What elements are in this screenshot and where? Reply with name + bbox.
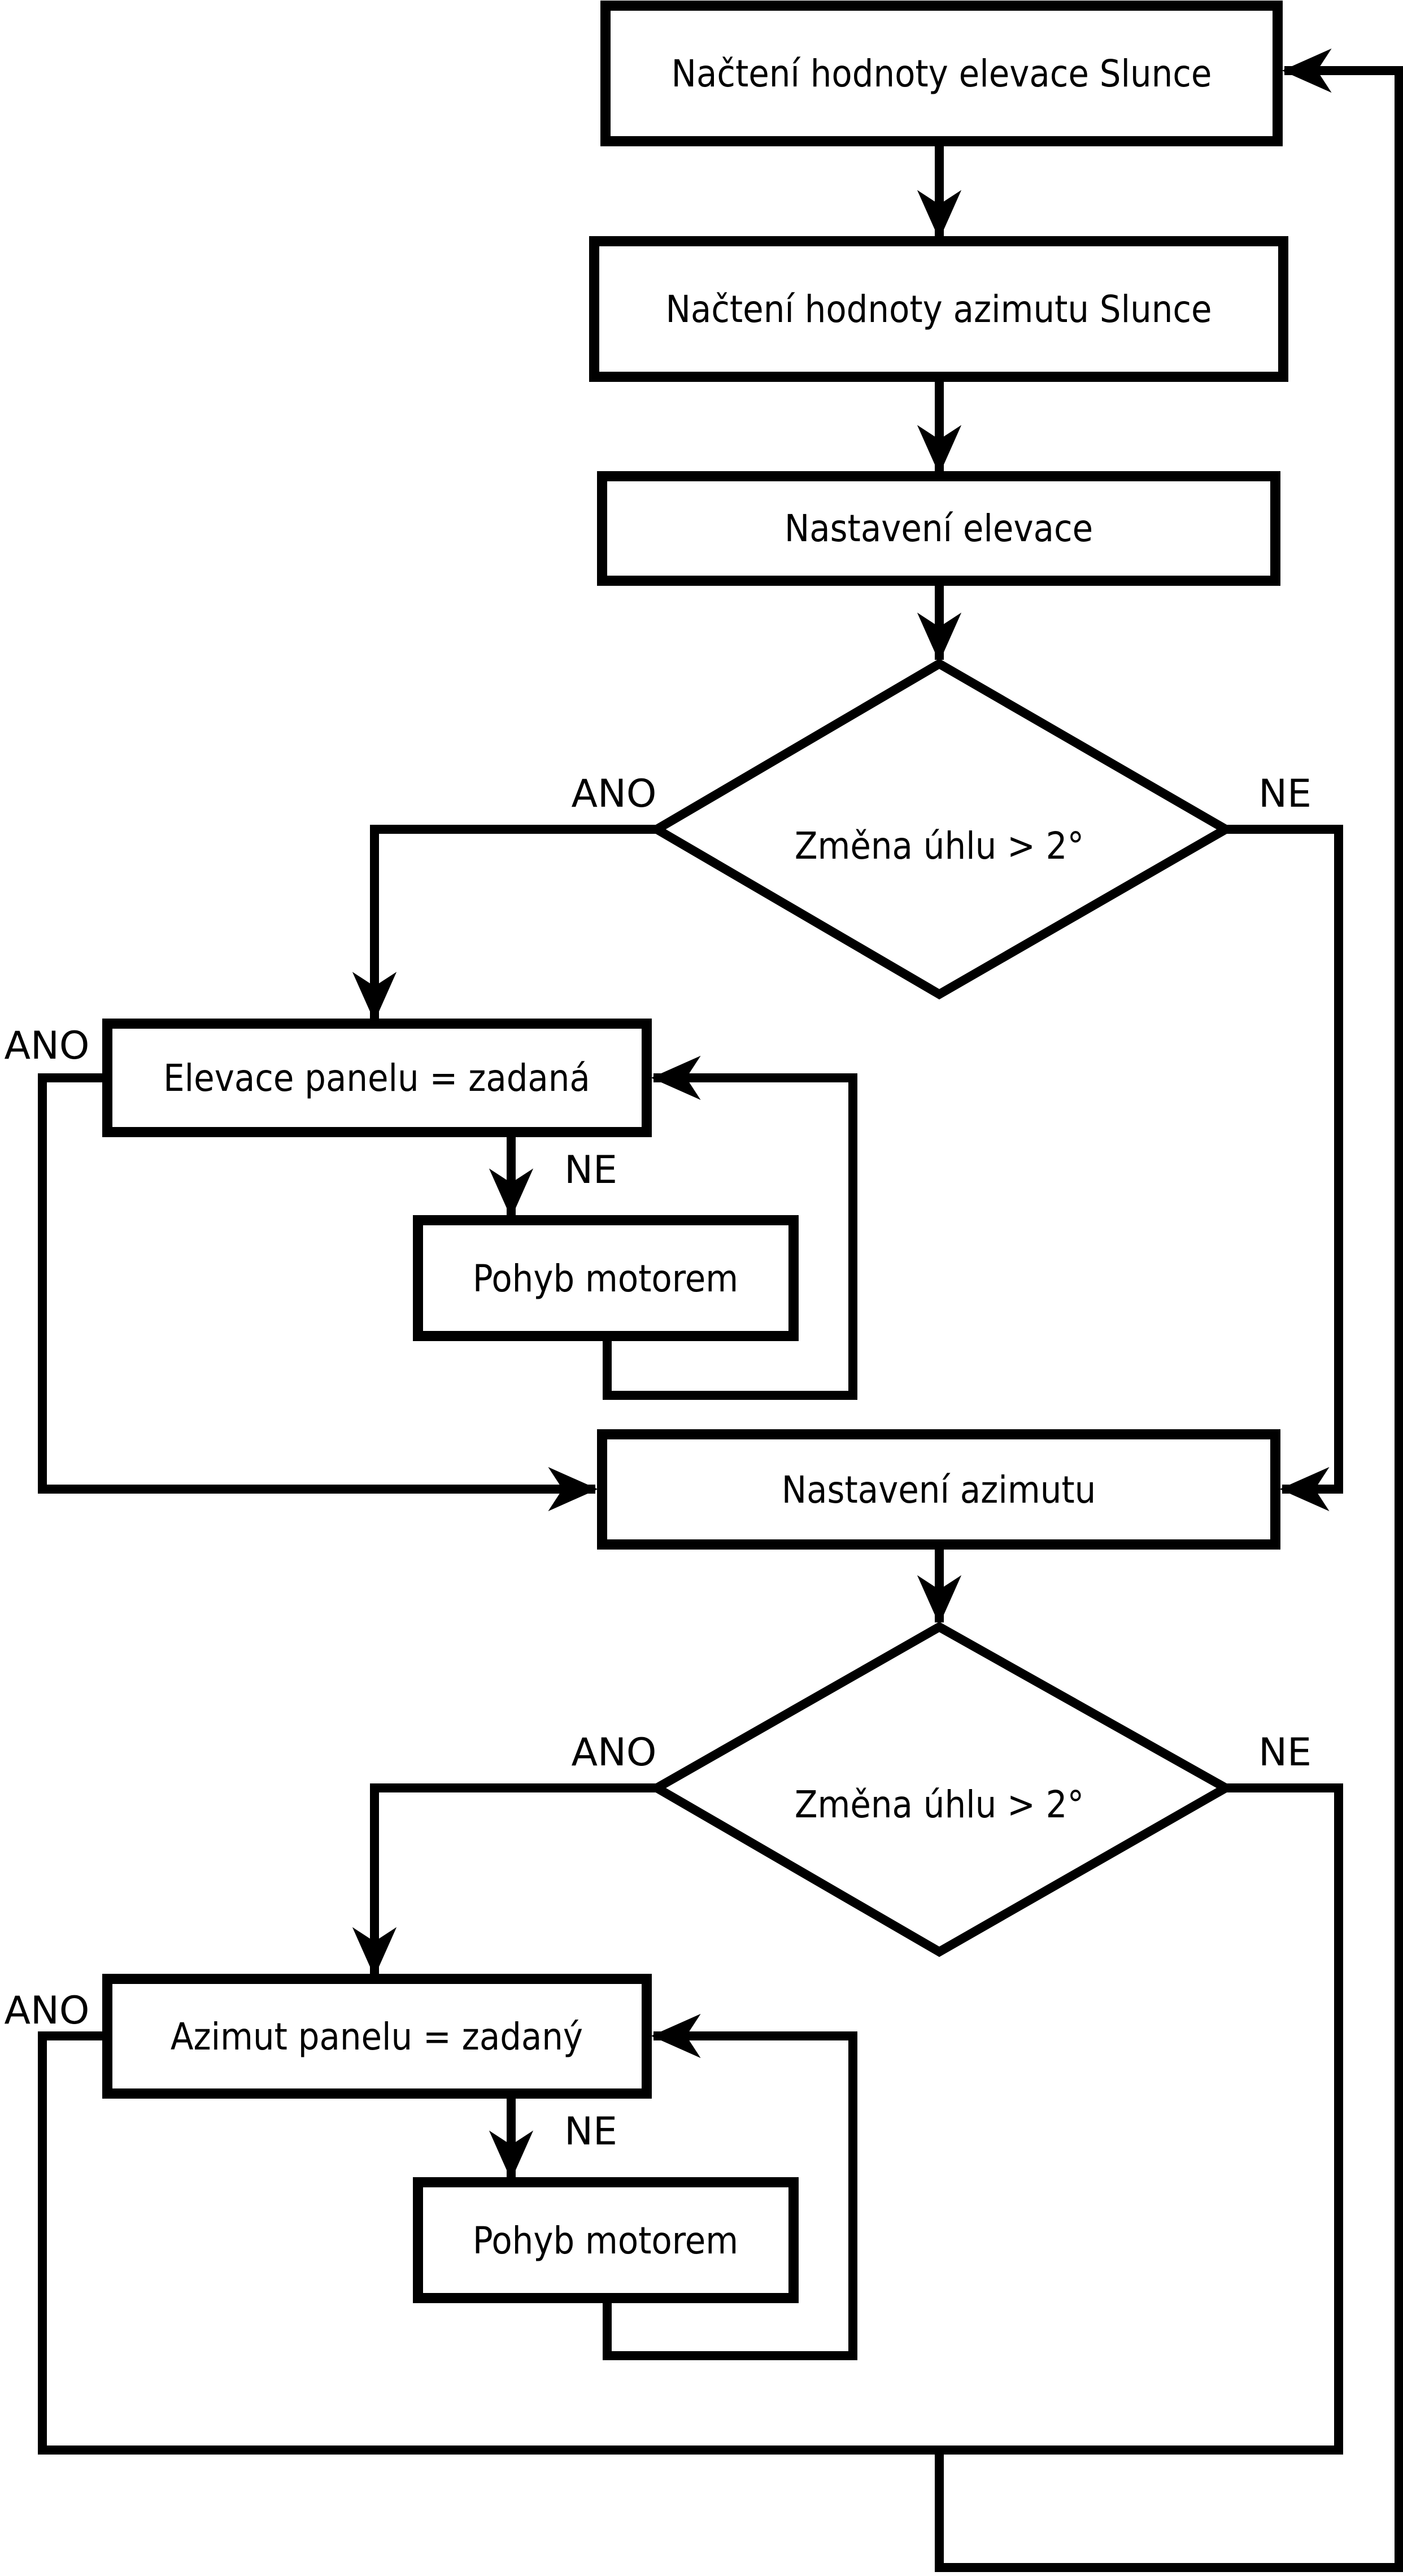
process-label-elevation-panel-equals: Elevace panelu = zadaná [163, 1056, 590, 1100]
process-label-motor-move-azimuth: Pohyb motorem [473, 2219, 738, 2262]
process-label-load-azimuth: Načtení hodnoty azimutu Slunce [665, 288, 1212, 331]
decision-label-elevation-change: Změna úhlu > 2° [795, 824, 1084, 868]
process-label-motor-move-elevation: Pohyb motorem [473, 1257, 738, 1300]
process-box-set-elevation [597, 471, 1280, 586]
process-box-motor-move-azimuth [413, 2177, 799, 2303]
process-box-set-azimuth [597, 1429, 1280, 1550]
decision-label-azimuth-change: Změna úhlu > 2° [795, 1783, 1084, 1826]
edge-azimuth-decision-ano-branch [352, 1783, 657, 1977]
edge-azimuth-panel-ano-bottom [38, 2031, 1343, 2455]
process-box-load-elevation [600, 1, 1283, 146]
branch-label-azimuth-panel-ano: ANO [5, 1988, 90, 2033]
edge-return-to-start [935, 48, 1403, 2572]
branch-label-azimuth-decision-ne: NE [1258, 1730, 1312, 1775]
edge-elevation-decision-ne-branch [1226, 825, 1343, 1512]
branch-label-azimuth-panel-ne: NE [564, 2109, 617, 2154]
edge-elevation-panel-ano-to-set-azimuth [38, 1073, 598, 1512]
process-box-load-azimuth [589, 236, 1288, 382]
edge-motor-elevation-loop-back [603, 1055, 857, 1400]
decision-diamond-elevation-change [648, 658, 1235, 1000]
process-label-set-elevation: Nastavení elevace [785, 507, 1093, 550]
edge-azimuth-decision-ne-branch [1226, 1783, 1343, 2455]
process-label-azimuth-panel-equals: Azimut panelu = zadaný [171, 2015, 583, 2059]
branch-label-azimuth-decision-ano: ANO [572, 1730, 657, 1775]
branch-label-elevation-decision-ne: NE [1258, 772, 1312, 816]
edge-elevation-decision-ano-branch [352, 825, 657, 1022]
branch-label-elevation-panel-ano: ANO [5, 1024, 90, 1068]
process-box-motor-move-elevation [413, 1215, 799, 1341]
edge-motor-azimuth-loop-back [603, 2013, 857, 2360]
branch-label-elevation-panel-ne: NE [564, 1148, 617, 1193]
branch-label-elevation-decision-ano: ANO [572, 772, 657, 816]
process-label-set-azimuth: Nastavení azimutu [782, 1468, 1096, 1512]
process-box-elevation-panel-equals [102, 1019, 652, 1137]
process-box-azimuth-panel-equals [102, 1974, 652, 2099]
decision-diamond-azimuth-change [647, 1621, 1235, 1957]
process-label-load-elevation: Načtení hodnoty elevace Slunce [672, 52, 1212, 95]
